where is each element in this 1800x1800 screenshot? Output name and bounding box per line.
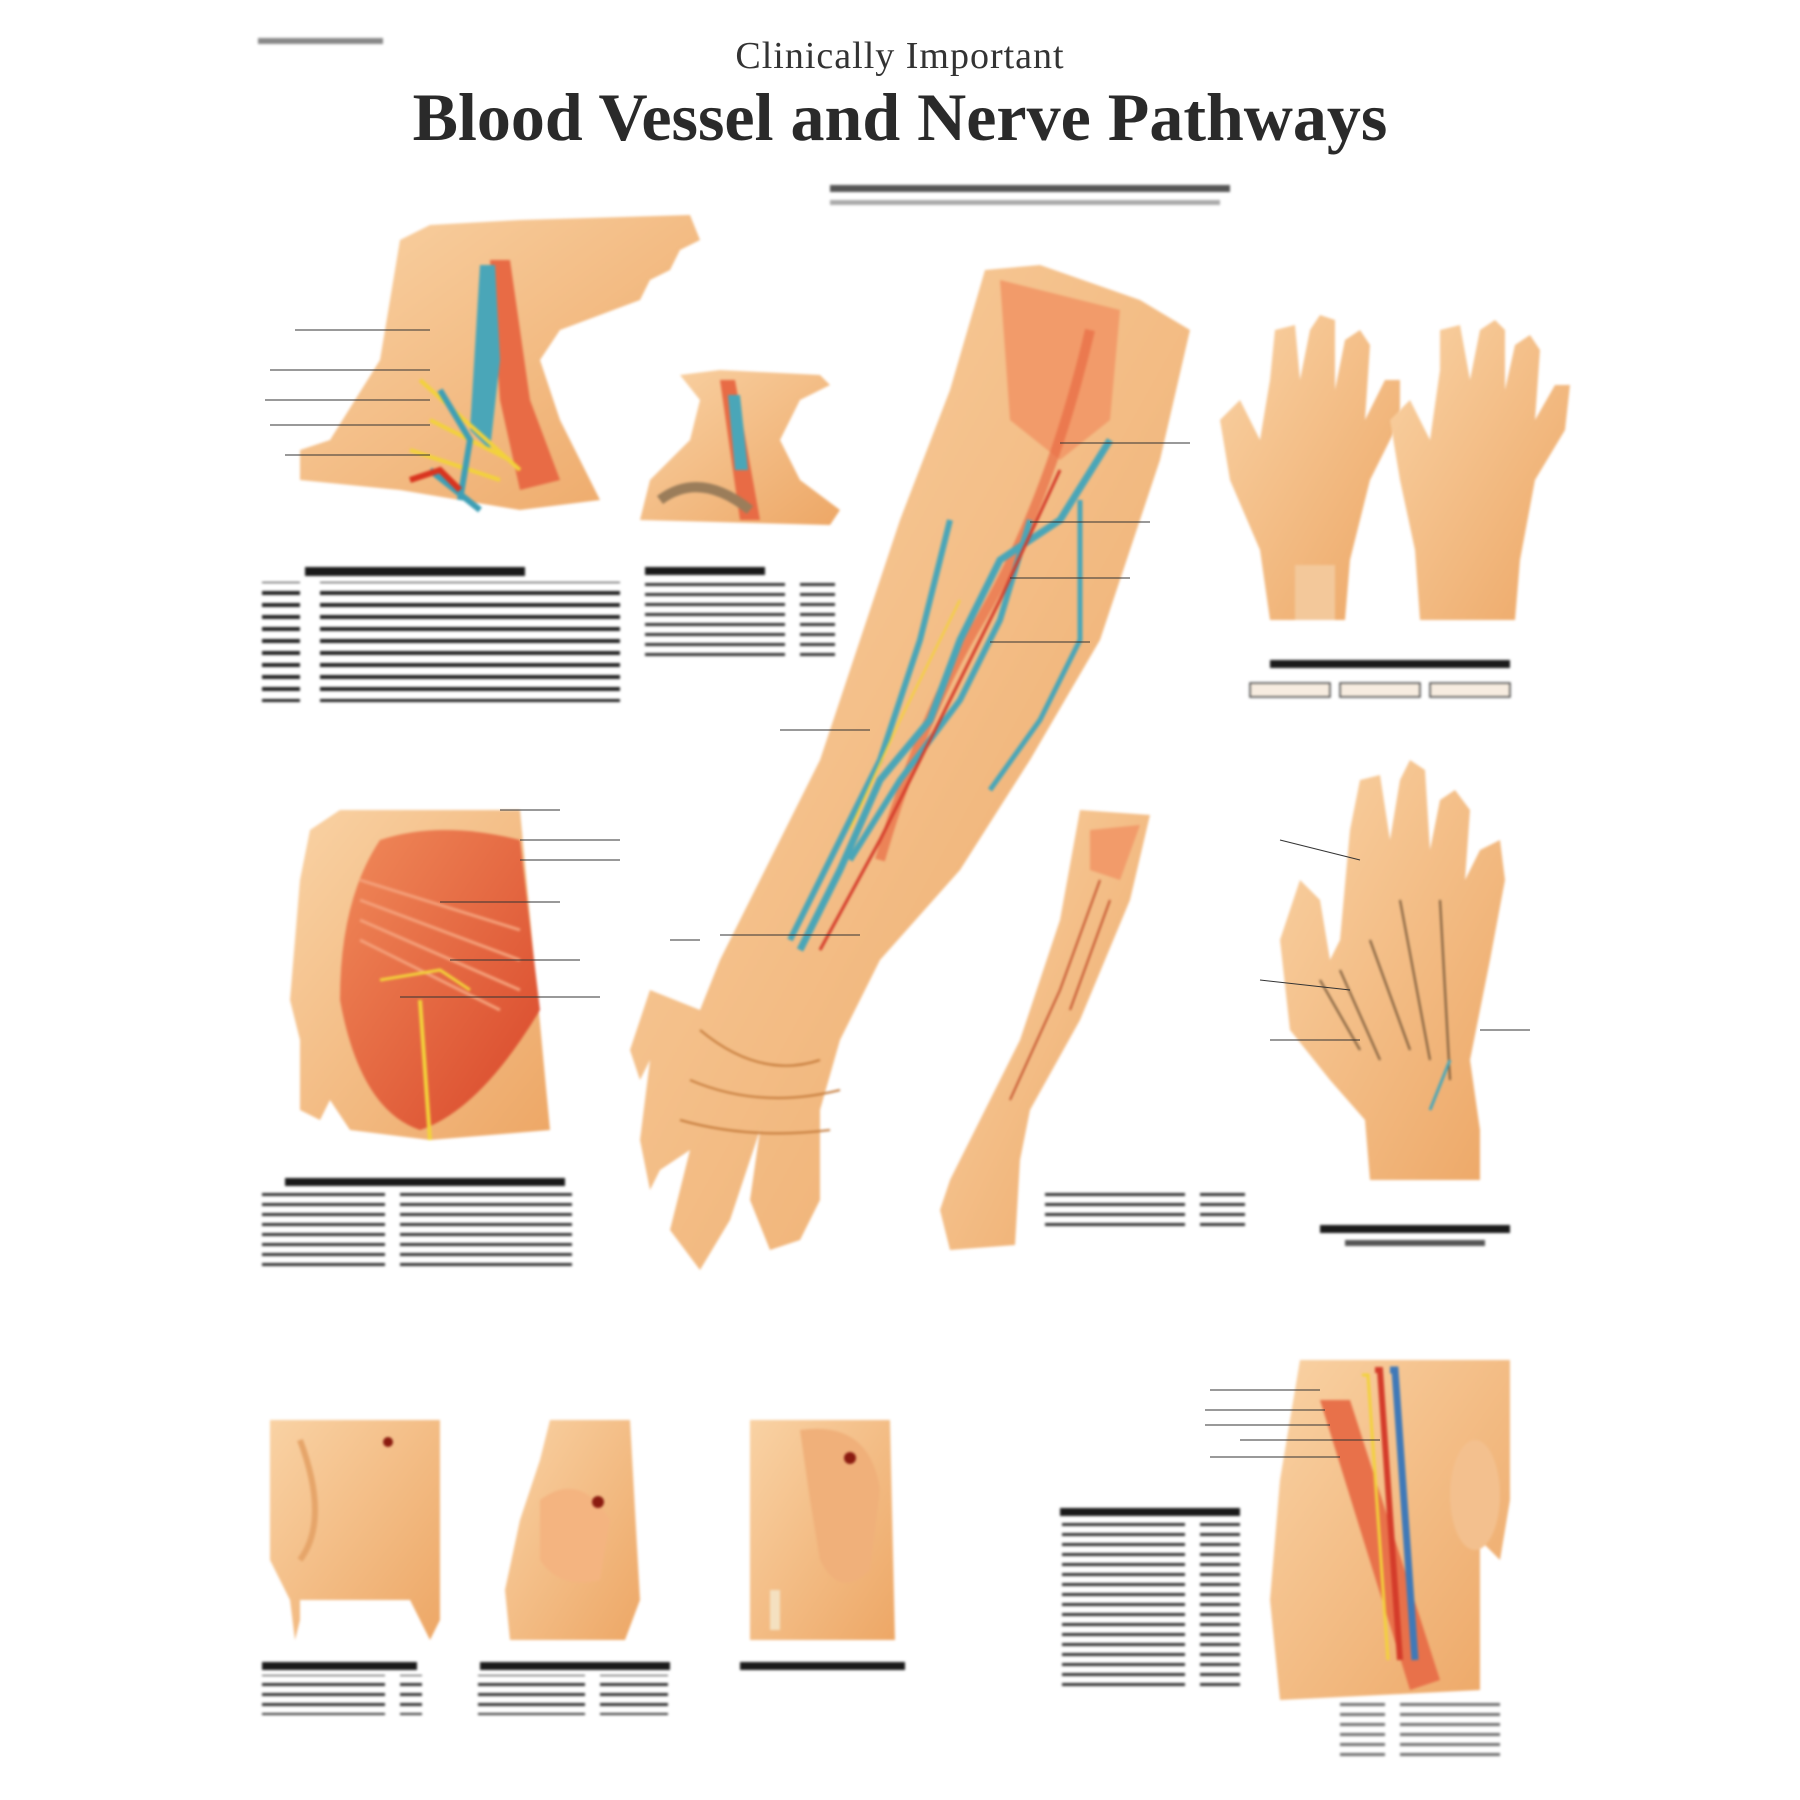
- gluteal-label-lines: [400, 809, 620, 998]
- hand-outline-left: [1220, 315, 1400, 620]
- hip-caption-text: [478, 1675, 668, 1715]
- gluteal-caption-heading: [285, 1178, 565, 1186]
- hip-illustration: [505, 1420, 640, 1640]
- gluteal-caption-text: [262, 1193, 572, 1273]
- arm-label-lines: [670, 442, 1190, 941]
- buttock-injection-illustration: [750, 1420, 895, 1640]
- forearm-illustration: [940, 810, 1150, 1250]
- abdomen-caption: [262, 1662, 417, 1670]
- hands-legend-boxes: [1249, 682, 1511, 698]
- hand-outline-right: [1390, 320, 1570, 620]
- hand-detail-illustration: [1280, 760, 1505, 1180]
- poster-subtitle: Clinically Important: [735, 35, 1065, 77]
- neck-small-caption-text: [645, 582, 835, 662]
- abdomen-illustration: [270, 1420, 440, 1640]
- figure-caption: [830, 185, 1230, 192]
- groin-caption-heading: [1060, 1508, 1240, 1516]
- neck-illustration: [300, 215, 700, 513]
- arm-illustration: [630, 265, 1190, 1270]
- gluteal-illustration: [290, 810, 550, 1141]
- poster-title: Blood Vessel and Nerve Pathways: [412, 79, 1388, 155]
- forearm-caption-text: [1045, 1190, 1245, 1230]
- neck-small-illustration: [640, 370, 840, 525]
- abdomen-caption-text: [262, 1675, 422, 1715]
- hand-detail-label-lines: [1259, 839, 1530, 1041]
- figure-caption: [830, 200, 1220, 205]
- hand-detail-caption: [1320, 1225, 1510, 1233]
- hand-detail-caption: [1345, 1240, 1485, 1246]
- groin-label-lines: [1205, 1389, 1380, 1458]
- publisher-mark: [258, 38, 383, 44]
- buttock-caption: [740, 1662, 905, 1670]
- neck-caption-heading: [305, 567, 525, 576]
- neck-label-lines: [265, 329, 430, 456]
- hip-caption: [480, 1662, 670, 1670]
- groin-footnote: [1340, 1700, 1500, 1760]
- groin-illustration: [1270, 1360, 1510, 1700]
- hands-caption-heading: [1270, 660, 1510, 668]
- neck-caption-text: [262, 582, 622, 702]
- groin-caption-text: [1062, 1522, 1240, 1692]
- neck-small-caption-heading: [645, 567, 765, 575]
